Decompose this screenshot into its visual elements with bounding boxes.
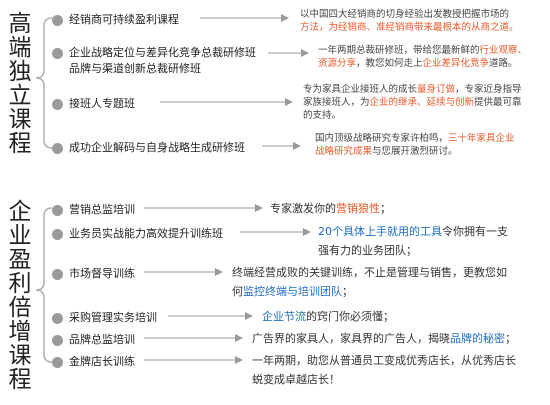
section1-title-char: 课 bbox=[8, 107, 32, 133]
section1-title-char: 程 bbox=[8, 131, 32, 157]
desc-text: 的支持。 bbox=[303, 110, 342, 121]
desc-text: 何 bbox=[232, 285, 243, 298]
course-description: 终端经营成败的关键训练，不止是管理与销售，更教您如 何监控终端与培训团队； bbox=[232, 263, 548, 301]
course-item[interactable]: 金牌店长训练 bbox=[52, 353, 135, 369]
desc-text: 终端经营成败的关键训练，不止是管理与销售，更教您如 bbox=[232, 266, 507, 279]
section1-title-char: 端 bbox=[8, 35, 32, 61]
bracket-section2 bbox=[35, 207, 53, 363]
desc-highlight: 企业的继承、延续与创新 bbox=[369, 97, 475, 108]
desc-highlight: 企业差异化竞争 bbox=[422, 58, 490, 69]
desc-text: 一年两期总裁研修班，带给您最新鲜的 bbox=[318, 45, 480, 56]
bullet-icon bbox=[52, 47, 63, 59]
course-description: 专为家具企业接班人的成长量身订做，专家近身指导 家族接班人，为企业的继承、延续与… bbox=[303, 83, 546, 122]
desc-highlight: 三十年家具企业 bbox=[448, 133, 515, 144]
desc-text: 的窍门你必须懂； bbox=[306, 310, 394, 323]
section1-title: 高 端 独 立 课 程 bbox=[6, 12, 34, 156]
bullet-icon bbox=[52, 312, 63, 324]
desc-highlight: 20个具体上手就用的工具 bbox=[318, 225, 442, 238]
course-description: 专家激发你的营销狼性； bbox=[270, 199, 391, 218]
desc-text: 令你拥有一支 bbox=[442, 225, 508, 238]
desc-text: ，专家近身指导 bbox=[455, 84, 522, 95]
desc-text: 广告界的家具人，家具界的广告人，揭晓 bbox=[252, 332, 450, 345]
bullet-icon bbox=[52, 334, 63, 346]
desc-highlight: 品牌的秘密 bbox=[450, 332, 505, 345]
bullet-icon bbox=[52, 268, 63, 280]
course-label: 品牌与渠道创新总裁研修班 bbox=[69, 62, 201, 75]
desc-text: 蜕变成卓越店长！ bbox=[252, 373, 340, 386]
course-description: 广告界的家具人，家具界的广告人，揭晓品牌的秘密； bbox=[252, 329, 516, 348]
bullet-icon bbox=[52, 98, 63, 110]
desc-highlight: 为经销商、准经销商带来最根本的从商之道。 bbox=[328, 22, 519, 33]
bullet-icon bbox=[52, 204, 63, 216]
course-item[interactable]: 接班人专题班 bbox=[52, 95, 135, 111]
course-item[interactable]: 品牌与渠道创新总裁研修班 bbox=[69, 60, 201, 76]
course-item[interactable]: 市场督导训练 bbox=[52, 265, 135, 281]
course-label: 金牌店长训练 bbox=[69, 355, 135, 368]
desc-text: 提供最可靠 bbox=[474, 97, 522, 108]
desc-text: ； bbox=[505, 332, 516, 345]
course-label: 品牌总监培训 bbox=[69, 333, 135, 346]
section2-title-char: 业 bbox=[8, 223, 32, 249]
desc-text: 道路。 bbox=[489, 58, 518, 69]
desc-text: 专为家具企业接班人的成长 bbox=[303, 84, 418, 95]
course-label: 业务员实战能力高效提升训练班 bbox=[69, 227, 223, 240]
course-description: 以中国四大经销商的切身经验出发教授把握市场的 方法，为经销商、准经销商带来最根本… bbox=[300, 8, 545, 34]
desc-text: 与您展开激烈研讨。 bbox=[372, 146, 458, 157]
course-label: 营销总监培训 bbox=[69, 203, 135, 216]
course-label: 市场督导训练 bbox=[69, 267, 135, 280]
bullet-icon bbox=[52, 356, 63, 368]
desc-highlight: 战略研究成果 bbox=[315, 146, 373, 157]
course-label: 成功企业解码与自身战略生成研修班 bbox=[69, 141, 245, 154]
bullet-icon bbox=[52, 14, 63, 26]
desc-highlight: 量身订做 bbox=[417, 84, 456, 95]
section1-title-char: 高 bbox=[8, 11, 32, 37]
course-label: 企业战略定位与差异化竞争总裁研修班 bbox=[69, 46, 256, 59]
course-label: 经销商可持续盈利课程 bbox=[69, 13, 179, 26]
course-description: 20个具体上手就用的工具令你拥有一支 强有力的业务团队； bbox=[318, 222, 548, 260]
section1-title-char: 独 bbox=[8, 59, 32, 85]
course-label: 采购管理实务培训 bbox=[69, 311, 157, 324]
course-item[interactable]: 业务员实战能力高效提升训练班 bbox=[52, 225, 223, 241]
desc-highlight: 方法， bbox=[300, 22, 329, 33]
desc-highlight: 行业观察、 bbox=[479, 45, 528, 56]
desc-text: ； bbox=[380, 202, 391, 215]
course-item[interactable]: 采购管理实务培训 bbox=[52, 309, 157, 325]
course-item[interactable]: 品牌总监培训 bbox=[52, 331, 135, 347]
course-description: 国内顶级战略研究专家许柏鸣，三十年家具企业 战略研究成果与您展开激烈研讨。 bbox=[315, 132, 546, 158]
desc-text: 专家激发你的 bbox=[270, 202, 336, 215]
course-item[interactable]: 营销总监培训 bbox=[52, 201, 135, 217]
bracket-section1 bbox=[35, 17, 53, 149]
section2-title: 企 业 盈 利 倍 增 课 程 bbox=[6, 200, 34, 392]
desc-highlight: 营销狼性 bbox=[336, 202, 380, 215]
desc-text: ，教您如何走上 bbox=[356, 58, 423, 69]
desc-highlight: 资源分享 bbox=[318, 58, 357, 69]
desc-text: ； bbox=[342, 285, 353, 298]
bullet-icon bbox=[52, 142, 63, 154]
desc-text: 家族接班人，为 bbox=[303, 97, 370, 108]
section2-title-char: 倍 bbox=[8, 295, 32, 321]
desc-line: 以中国四大经销商的切身经验出发教授把握市场的 bbox=[300, 9, 510, 20]
desc-highlight: 企业节流 bbox=[262, 310, 306, 323]
desc-text: 国内顶级战略研究专家许柏鸣， bbox=[315, 133, 449, 144]
course-description: 企业节流的窍门你必须懂； bbox=[262, 307, 394, 326]
desc-highlight: 监控终端与培训团队 bbox=[243, 285, 342, 298]
course-item[interactable]: 成功企业解码与自身战略生成研修班 bbox=[52, 139, 245, 155]
course-description: 一年两期，助您从普通员工变成优秀店长，从优秀店长 蜕变成卓越店长！ bbox=[252, 351, 548, 389]
section2-title-char: 盈 bbox=[8, 247, 32, 273]
section2-title-char: 程 bbox=[8, 367, 32, 393]
desc-text: 一年两期，助您从普通员工变成优秀店长，从优秀店长 bbox=[252, 354, 516, 367]
section2-title-char: 企 bbox=[8, 199, 32, 225]
course-item[interactable]: 企业战略定位与差异化竞争总裁研修班 bbox=[52, 44, 256, 60]
section2-title-char: 课 bbox=[8, 343, 32, 369]
course-label: 接班人专题班 bbox=[69, 97, 135, 110]
section2-title-char: 利 bbox=[8, 271, 32, 297]
course-description: 一年两期总裁研修班，带给您最新鲜的行业观察、 资源分享，教您如何走上企业差异化竞… bbox=[318, 44, 546, 70]
section2-title-char: 增 bbox=[8, 319, 32, 345]
section1-title-char: 立 bbox=[8, 83, 32, 109]
bullet-icon bbox=[52, 228, 63, 240]
course-item[interactable]: 经销商可持续盈利课程 bbox=[52, 11, 179, 27]
desc-text: 强有力的业务团队； bbox=[318, 244, 417, 257]
